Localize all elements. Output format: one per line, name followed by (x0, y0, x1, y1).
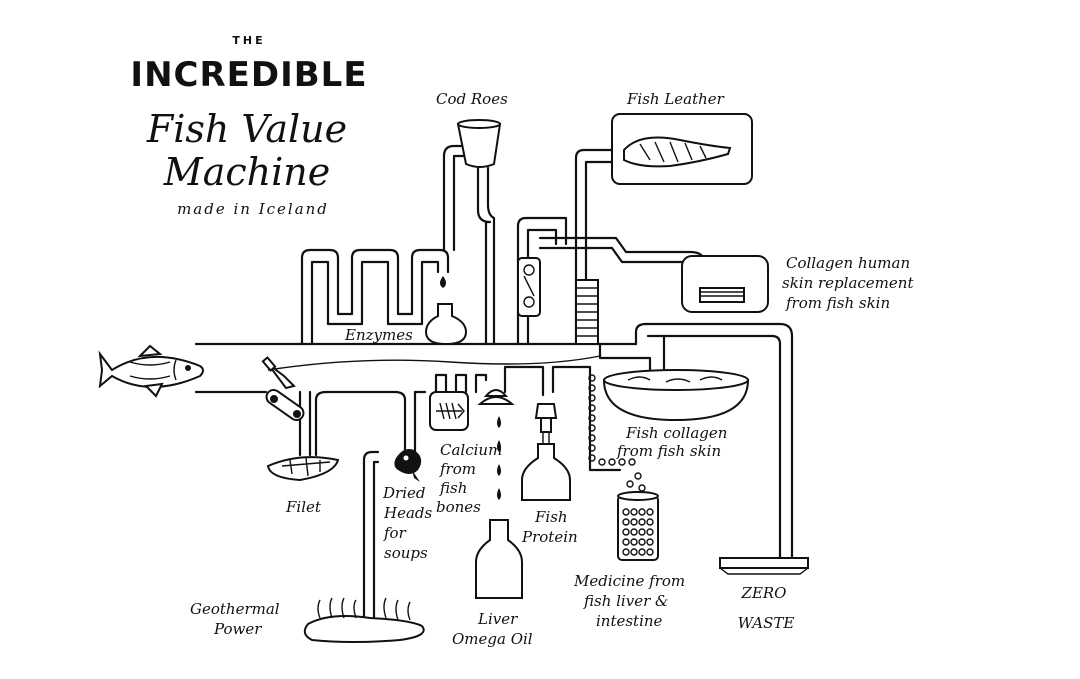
zero-waste-outlet: ZERO WASTE (719, 557, 809, 632)
main-conveyor (194, 342, 638, 457)
label-liver-line2: Omega Oil (452, 630, 533, 648)
label-dried-line2: Heads (383, 504, 433, 522)
title-subtitle: made in Iceland (177, 200, 329, 218)
medicine-station: Medicine from fish liver & intestine (573, 374, 685, 630)
label-collagen-line1: Collagen human (786, 254, 910, 272)
label-calcium-line4: bones (436, 498, 481, 516)
steam-lines (317, 597, 411, 621)
filet-station: Filet (266, 456, 340, 516)
label-fish-leather: Fish Leather (626, 90, 725, 108)
label-geothermal-line1: Geothermal (190, 600, 280, 618)
label-medicine-line1: Medicine from (573, 572, 685, 590)
title-block: THE INCREDIBLE Fish Value Machine made i… (130, 34, 367, 218)
label-liver-line1: Liver (477, 610, 518, 628)
label-geothermal-line2: Power (213, 620, 262, 638)
label-waste: WASTE (738, 614, 795, 632)
pill-grid (622, 508, 654, 556)
fish-icon (98, 344, 204, 398)
label-medicine-line2: fish liver & (583, 592, 668, 610)
knife-icon (261, 356, 296, 390)
calcium-station: Calcium from fish bones (429, 391, 502, 516)
bead-pipe (588, 374, 646, 492)
heat-exchanger (575, 279, 599, 345)
label-enzymes: Enzymes (344, 326, 413, 344)
label-fish-collagen-line1: Fish collagen (625, 424, 727, 442)
label-dried-line4: soups (384, 544, 428, 562)
title-fish-value: Fish Value (146, 107, 347, 151)
label-zero: ZERO (741, 584, 787, 602)
label-dried-line3: for (383, 524, 407, 542)
enzymes-pipe: Enzymes (300, 248, 468, 346)
title-incredible: INCREDIBLE (130, 55, 367, 95)
label-fish-protein-line1: Fish (534, 508, 568, 526)
title-machine: Machine (163, 150, 330, 194)
fish-protein-station: Fish Protein (521, 403, 578, 546)
title-the: THE (232, 34, 265, 47)
label-calcium-line1: Calcium (440, 441, 502, 459)
dried-heads-station: Dried Heads for soups (382, 449, 433, 562)
roller-gear-icon (265, 388, 305, 422)
liver-oil-station: Liver Omega Oil (452, 389, 533, 648)
fish-bone-icon (436, 402, 465, 420)
fish-collagen-station: Fish collagen from fish skin (598, 322, 794, 562)
label-collagen-line3: from fish skin (785, 294, 890, 312)
label-collagen-line2: skin replacement (782, 274, 914, 292)
label-dried-line1: Dried (382, 484, 425, 502)
fish-leather-station: Fish Leather (574, 90, 753, 346)
label-fish-collagen-line2: from fish skin (616, 442, 721, 460)
label-fish-protein-line2: Protein (521, 528, 578, 546)
label-calcium-line2: from (439, 460, 476, 478)
cod-roes-station: Cod Roes (436, 90, 508, 346)
collagen-skin-station: Collagen human skin replacement from fis… (538, 236, 914, 313)
label-medicine-line3: intestine (596, 612, 663, 630)
gear-column (516, 216, 568, 346)
label-cod-roes: Cod Roes (436, 90, 508, 108)
label-calcium-line3: fish (439, 479, 467, 497)
label-filet: Filet (285, 498, 322, 516)
geothermal-station: Geothermal Power (190, 450, 425, 643)
